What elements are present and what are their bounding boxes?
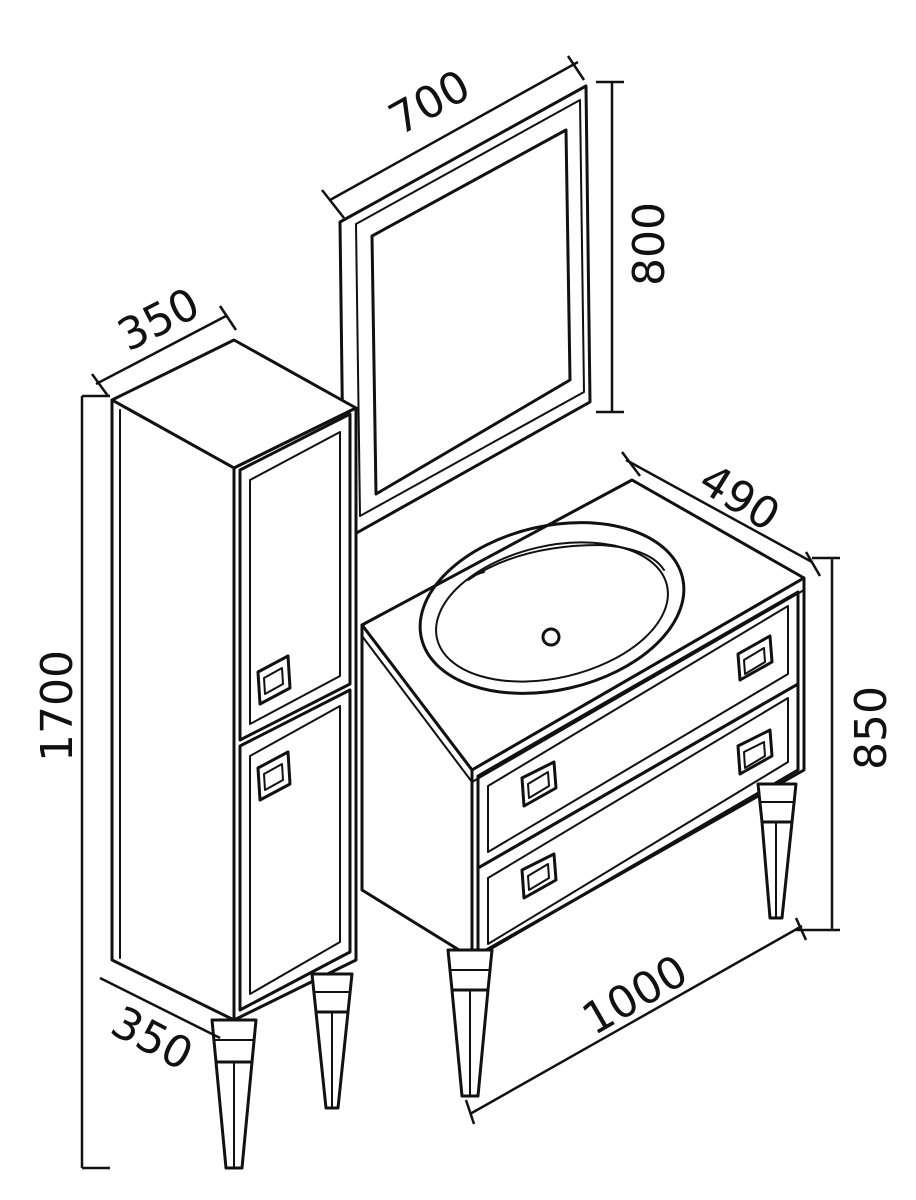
vanity [360,478,806,1098]
cabinet-bottom-width-label: 350 [103,997,201,1081]
cabinet-leg-front-right [310,972,354,1110]
cabinet-leg-front-left [210,1018,258,1170]
dimension-lines [80,55,840,1170]
tall-cabinet [110,338,358,1170]
drawer-handle-icon [736,728,774,776]
vanity-width-label: 1000 [574,945,696,1045]
vanity-height-label: 850 [846,686,897,770]
cabinet-door-upper[interactable] [238,412,352,742]
drawer-handle-icon [520,852,558,900]
drawer-handle-icon [736,634,774,682]
basin [418,521,686,695]
vanity-leg-front-right [756,782,798,920]
cabinet-top-depth-label: 350 [110,278,208,362]
cabinet-front [232,406,358,1022]
mirror-width-label: 700 [381,60,479,145]
cabinet-height-label: 1700 [32,650,83,762]
mirror [338,84,592,542]
cabinet-side [110,398,236,1022]
cabinet-door-lower[interactable] [238,688,352,1012]
vanity-leg-front-left [446,948,494,1098]
door-handle-icon [256,750,292,802]
mirror-height-label: 800 [624,202,675,286]
vanity-drawer-bottom[interactable] [476,682,800,958]
door-handle-icon [256,654,292,706]
drain-icon [541,627,561,647]
drawer-handle-icon [520,760,558,808]
